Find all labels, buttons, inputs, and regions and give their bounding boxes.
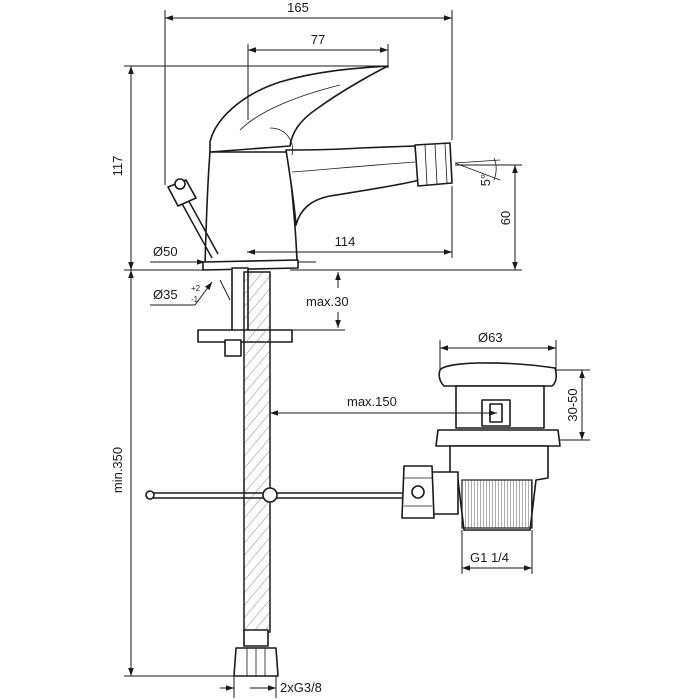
- dim-label-spout-height: 60: [498, 211, 513, 225]
- dim-label-supply-thread: 2xG3/8: [280, 680, 322, 695]
- dim-label-hole-tolerance-upper: +2: [191, 284, 201, 293]
- dim-label-rod-length: max.150: [347, 394, 397, 409]
- dim-label-spout-reach: 114: [335, 234, 356, 249]
- dim-hole-diameter: [150, 281, 213, 306]
- dim-height: [124, 65, 388, 271]
- dim-deck-thickness: [290, 269, 345, 331]
- dim-supply-thread: [220, 676, 277, 698]
- dim-label-drain-diameter: Ø63: [478, 330, 503, 345]
- mixer-body: [202, 65, 453, 271]
- dim-label-hole-tolerance-lower: -1: [191, 295, 199, 304]
- dim-overall-width: [164, 10, 453, 185]
- dim-label-hose-length: min.350: [110, 447, 125, 493]
- dim-label-lever-reach: 77: [311, 32, 325, 47]
- dim-drain-diameter: [439, 340, 557, 370]
- flex-hose: [233, 271, 279, 677]
- dim-spout-reach: [247, 186, 453, 258]
- dim-label-height: 117: [110, 156, 125, 177]
- linkage-rod: [145, 487, 408, 503]
- dim-label-drain-thread: G1 1/4: [470, 550, 509, 565]
- dim-lever-reach: [247, 44, 389, 120]
- dim-label-overall-width: 165: [287, 0, 309, 15]
- dim-drain-adjust: [556, 369, 590, 441]
- popup-waste: [401, 362, 561, 531]
- dim-label-spout-angle: 5°: [478, 174, 493, 186]
- popup-knob: [167, 178, 219, 259]
- dim-hose-length: [124, 270, 240, 677]
- dim-label-hole-diameter: Ø35: [153, 287, 178, 302]
- dim-label-drain-adjust: 30-50: [565, 388, 580, 421]
- dim-drain-thread: [461, 530, 533, 574]
- dim-label-body-diameter: Ø50: [153, 244, 178, 259]
- dim-label-deck-thickness: max.30: [306, 294, 349, 309]
